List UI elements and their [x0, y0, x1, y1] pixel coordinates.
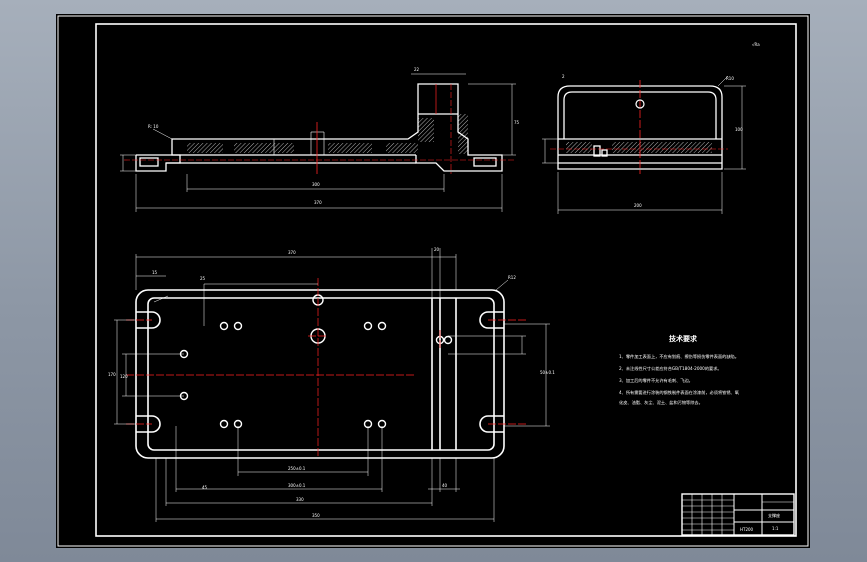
- cad-drawing: √Ra: [57, 15, 809, 547]
- plan-dim-top-mid: 25: [200, 276, 206, 281]
- tech-req-item: 3、加工后的零件不允许有毛刺、飞边。: [619, 377, 693, 384]
- tech-req-item: 2、未注线性尺寸公差应符合GB/T1804-2000的要求。: [619, 365, 722, 372]
- front-hatch-3: [328, 143, 372, 153]
- plan-dim-height: 170: [108, 372, 116, 377]
- front-dimension-lines: [120, 73, 516, 212]
- side-hatch-2: [612, 142, 712, 153]
- side-dim-height: 100: [735, 127, 743, 132]
- plan-hole: [363, 321, 373, 331]
- front-dim-note: R: 10: [148, 124, 159, 129]
- roughness-note: √Ra: [752, 42, 760, 47]
- front-section-view: [135, 83, 503, 172]
- plan-view: [135, 289, 505, 459]
- plan-dim-bottom-2: 350: [312, 513, 320, 518]
- front-dim-inner: 300: [312, 182, 320, 187]
- plan-hole: [219, 419, 229, 429]
- side-dim-radius: R10: [726, 76, 734, 81]
- plan-slot-right-bottom: [479, 415, 504, 433]
- plan-holes: [179, 294, 453, 429]
- side-view-outline: [557, 85, 723, 170]
- front-hatch-6: [418, 118, 434, 142]
- plan-dim-sm: 45: [202, 485, 208, 490]
- plan-dim-width: 370: [288, 250, 296, 255]
- title-block-scale: 1:1: [772, 526, 779, 531]
- title-block: [681, 493, 795, 536]
- title-block-material: HT200: [740, 527, 754, 532]
- plan-dim-sm-right: 40: [442, 483, 448, 488]
- plan-inner: [147, 297, 495, 451]
- inner-border: [95, 23, 797, 537]
- plan-dim-top-left: 15: [152, 270, 158, 275]
- title-block-part-name: 支撑座: [768, 512, 780, 518]
- technical-requirements: 技术要求 1、零件加工表面上，不应有划痕、擦伤等损伤零件表面的缺陷。 2、未注线…: [619, 334, 740, 406]
- front-dim-top: 22: [414, 67, 420, 72]
- plan-slot-right-top: [479, 311, 504, 329]
- plan-outer: [135, 289, 505, 459]
- front-hatch-4: [386, 143, 418, 153]
- front-hatch-2: [234, 143, 294, 153]
- side-dim-top: 2: [562, 74, 565, 79]
- side-hatch-1: [566, 142, 592, 153]
- plan-slot-left-bottom: [136, 415, 161, 433]
- plan-hole: [377, 321, 387, 331]
- plan-dim-top-right: 20: [434, 247, 440, 252]
- tech-req-item: 1、零件加工表面上，不应有划痕、擦伤等损伤零件表面的缺陷。: [619, 353, 739, 360]
- plan-dim-right: 50±0.1: [540, 370, 555, 375]
- outer-border: [57, 15, 809, 547]
- tech-req-item: 化皮、油脂、灰尘、泥土、盐和污物等除去。: [619, 399, 703, 406]
- plan-dim-left: 120: [120, 374, 128, 379]
- front-hatch-5: [458, 114, 468, 154]
- tech-req-item: 4、所有需要进行涂装的钢铁制件表面在涂漆前，必须将铁锈、氧: [619, 389, 740, 396]
- side-dimension-lines: [542, 75, 746, 214]
- plan-center-lines: [126, 278, 526, 458]
- plan-hole: [443, 335, 453, 345]
- plan-dim-inner-2: 300±0.1: [288, 483, 306, 488]
- plan-slot-left-top: [136, 311, 161, 329]
- front-view-outline: [135, 83, 503, 172]
- plan-hole: [233, 321, 243, 331]
- plan-hole: [219, 321, 229, 331]
- plan-dim-inner-1: 250±0.1: [288, 466, 306, 471]
- front-hatch-1: [187, 143, 223, 153]
- plan-dim-bottom-1: 330: [296, 497, 304, 502]
- drawing-sheet: √Ra: [56, 14, 810, 548]
- plan-dim-radius: R12: [508, 275, 516, 280]
- tech-req-title: 技术要求: [669, 334, 698, 343]
- front-dim-overall: 370: [314, 200, 322, 205]
- plan-dimension-lines: [114, 248, 550, 522]
- side-dim-width: 200: [634, 203, 642, 208]
- side-hole: [635, 99, 645, 109]
- front-dim-height: 75: [514, 120, 520, 125]
